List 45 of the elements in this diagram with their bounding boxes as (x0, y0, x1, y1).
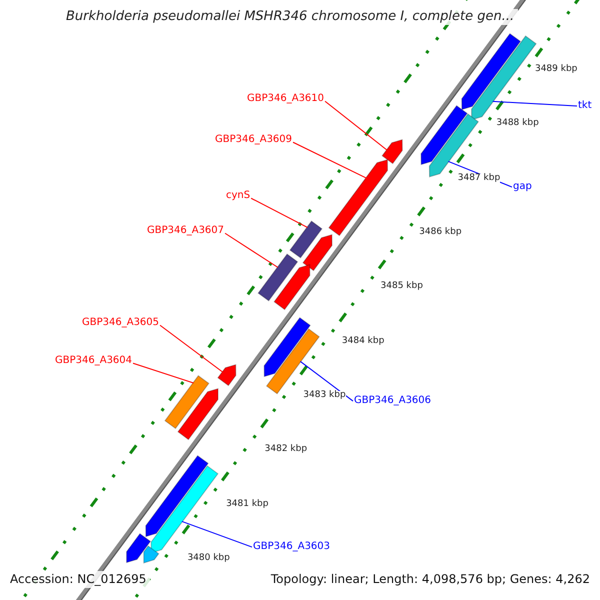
gene-block (328, 159, 388, 236)
leader-line (300, 360, 354, 402)
gene-block (177, 388, 218, 440)
scale-label: 3480 kbp (187, 554, 230, 564)
gene-block (164, 375, 210, 430)
gene-label: GBP346_A3610 (247, 93, 324, 104)
scale-label: 3488 kbp (496, 119, 539, 130)
leader-line (132, 362, 194, 384)
scale-label: 3489 kbp (534, 65, 578, 76)
scale-label: 3483 kbp (303, 390, 346, 401)
scale-label: 3484 kbp (342, 336, 384, 347)
leader-line (492, 100, 578, 107)
gene-block (289, 220, 323, 258)
gene-label: GBP346_A3609 (215, 134, 292, 145)
scale-label: 3482 kbp (264, 445, 308, 456)
scale-label: 3487 kbp (458, 174, 500, 184)
gene-block (145, 455, 209, 538)
gene-label: GBP346_A3606 (354, 395, 432, 406)
scale-label: 3485 kbp (380, 282, 423, 292)
gene-block (150, 465, 219, 554)
gene-block (420, 105, 468, 166)
gene-label: GBP346_A3607 (147, 225, 224, 236)
gene-label: GBP346_A3603 (253, 541, 330, 552)
gene-block (302, 234, 332, 272)
gene-block (217, 364, 236, 386)
gene-block (382, 139, 403, 164)
gene-label: GBP346_A3605 (82, 317, 160, 328)
leader-line (224, 232, 278, 268)
leader-line (160, 324, 224, 373)
gene-block (461, 33, 522, 110)
gene-label: tkt (578, 100, 592, 111)
gene-block (126, 533, 152, 564)
gene-label: gap (513, 181, 532, 192)
gene-label: cynS (226, 190, 250, 201)
leader-line (181, 520, 252, 548)
gene-block (258, 253, 298, 302)
scale-label: 3486 kbp (419, 228, 462, 238)
gene-label: GBP346_A3604 (55, 355, 132, 366)
gene-block (274, 264, 310, 310)
leader-line (324, 100, 388, 151)
gene-block (143, 545, 160, 564)
scale-label: 3481 kbp (226, 500, 268, 510)
gene-block (264, 317, 311, 378)
leader-line (250, 198, 308, 228)
leader-line (292, 142, 367, 179)
